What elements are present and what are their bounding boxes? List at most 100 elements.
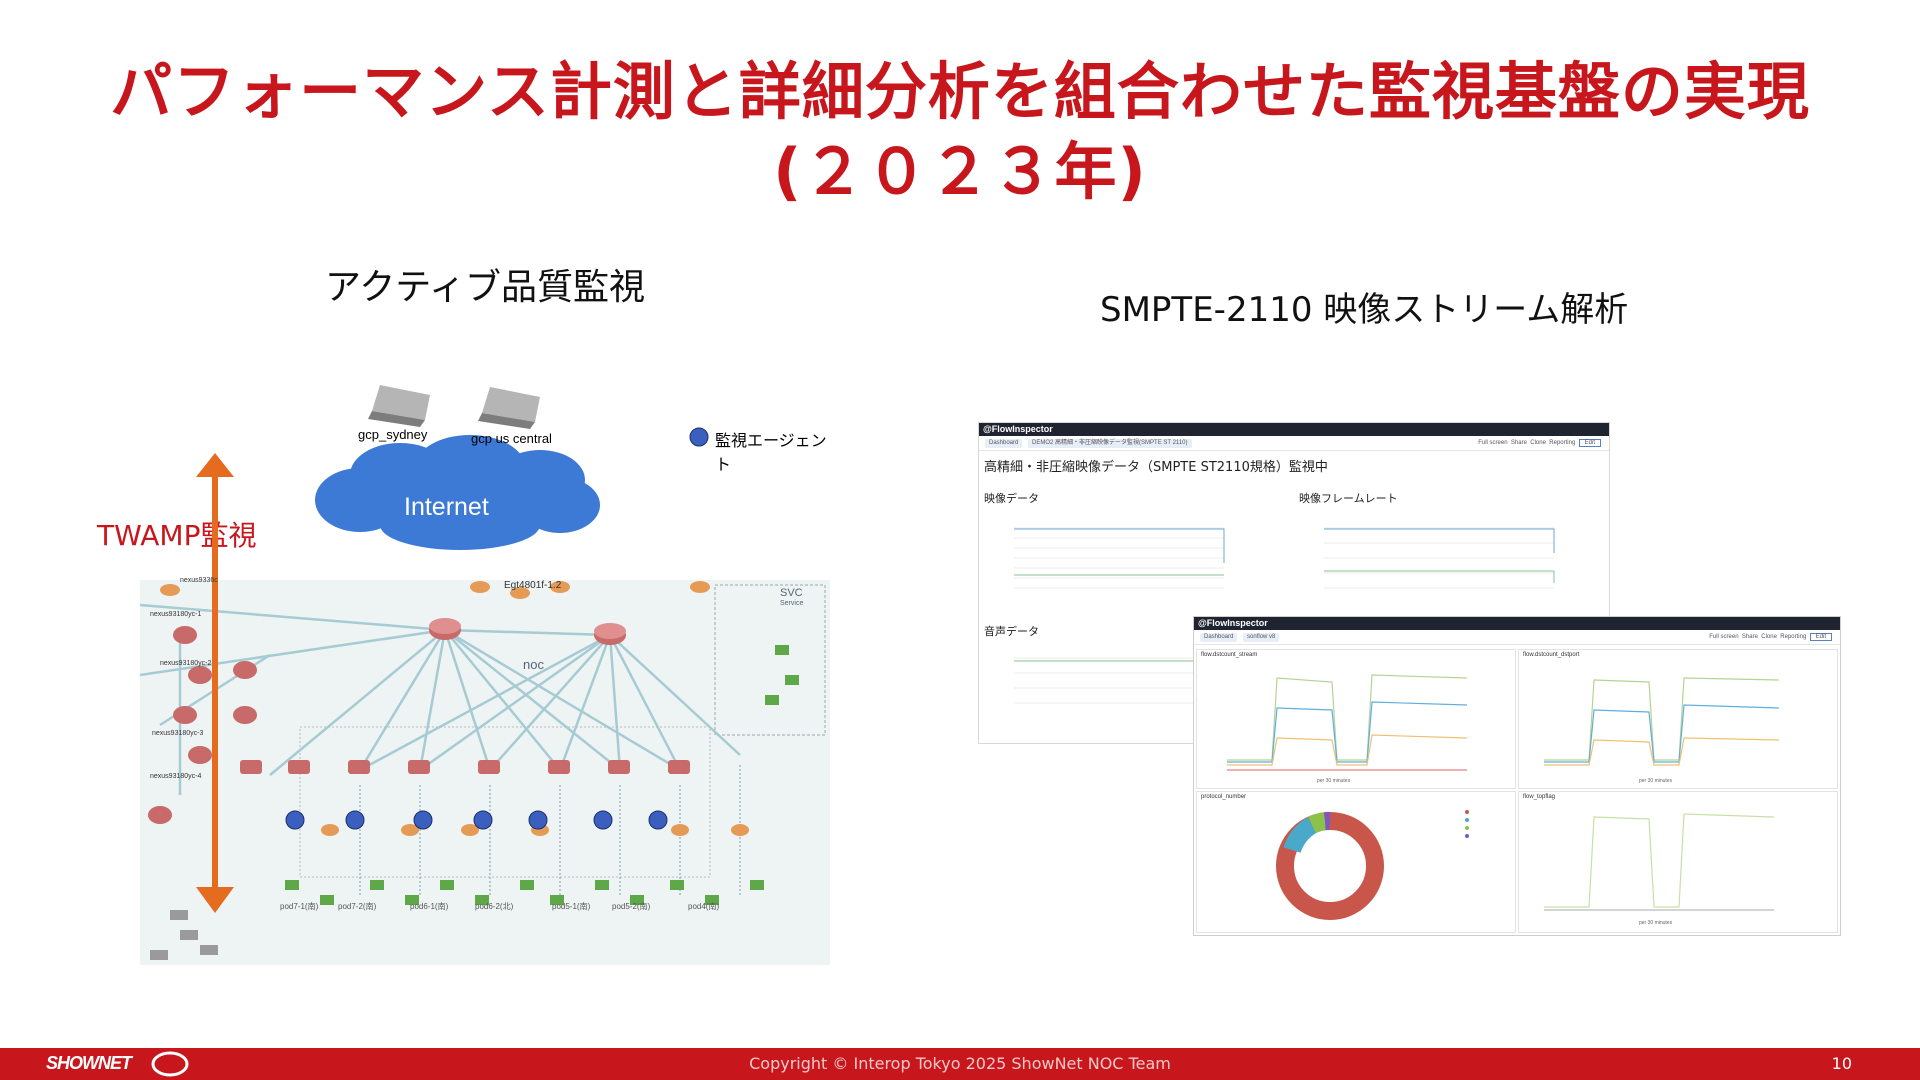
shownet-logo-icon: [151, 1051, 189, 1077]
overlay-panel-topflag-xlabel: per 30 minutes: [1639, 920, 1673, 926]
framerate-series-line-1: [1324, 528, 1555, 553]
overlay-panel-dstport-title: flow.dstcount_dstport: [1523, 652, 1580, 658]
overlay-panel-protocol-plot: [1276, 810, 1469, 920]
page-number: 10: [1831, 1054, 1852, 1073]
overlay-crumb-dashboard[interactable]: Dashboard: [1200, 633, 1238, 642]
overlay-panel-topflag: flow_topflag per 30 minutes: [1518, 791, 1838, 933]
dashboard-main-appbar: @FlowInspector: [979, 423, 1609, 436]
internet-label: Internet: [404, 493, 489, 521]
access-router-icons: [321, 824, 749, 836]
pod-label-1: pod7-1(南): [280, 902, 319, 911]
stream-series-orange: [1227, 734, 1468, 766]
core-router-icon-2: [594, 623, 626, 645]
svc-label: SVC: [780, 587, 803, 599]
donut-slice-green: [1308, 812, 1327, 834]
pod-label-3: pod6-1(南): [410, 902, 449, 911]
stream-series-green: [1227, 674, 1468, 761]
pod-label-6: pod5-2(南): [612, 902, 651, 911]
overlay-crumb-sonflow[interactable]: sonflow v8: [1243, 633, 1280, 642]
overlay-panel-topflag-title: flow_topflag: [1523, 794, 1556, 800]
side-label-5: nexus93180yc-4: [150, 773, 202, 780]
right-heading: SMPTE-2110 映像ストリーム解析: [1100, 290, 1629, 330]
legend-label: 監視エージェント: [715, 431, 827, 474]
panel-framerate-title: 映像フレームレート: [1299, 492, 1398, 505]
video-series-line-1: [1014, 528, 1225, 563]
side-label-1: nexus9336c: [180, 577, 218, 584]
toolbar-fullscreen[interactable]: Full screen: [1478, 440, 1508, 446]
pod-label-5: pod5-1(南): [552, 902, 591, 911]
topflag-series-green: [1544, 813, 1775, 908]
dashboard-overlay-appbar: @FlowInspector: [1194, 617, 1840, 630]
side-label-4: nexus93180yc-3: [152, 730, 204, 737]
donut-legend-dot-4: [1465, 834, 1469, 838]
dstport-series-orange: [1544, 737, 1780, 766]
network-diagram: gcp_sydney gcp us central Internet 監視エージ…: [140, 375, 830, 965]
panel-audio-title: 音声データ: [984, 625, 1039, 638]
internet-cloud-icon: [315, 435, 600, 550]
leaf-switch-icons: [285, 645, 799, 905]
toolbar-edit-button[interactable]: Edit: [1578, 439, 1601, 447]
svc-box: [714, 584, 826, 736]
pod-label-7: pod4(南): [688, 902, 720, 911]
toolbar-clone[interactable]: Clone: [1530, 440, 1546, 446]
shownet-logo: SHOWNET: [46, 1053, 132, 1073]
server-label-sydney: gcp_sydney: [358, 427, 428, 442]
toolbar-reporting[interactable]: Reporting: [1549, 440, 1576, 446]
overlay-toolbar-reporting[interactable]: Reporting: [1780, 634, 1807, 640]
dstport-series-blue: [1544, 704, 1780, 763]
dashboard-overlay-breadcrumb: Dashboard sonflow v8 Full screen Share C…: [1194, 630, 1840, 645]
donut-legend-dot-3: [1465, 826, 1469, 830]
side-label-3: nexus93180yc-2: [160, 660, 212, 667]
slide-title-line1: パフォーマンス計測と詳細分析を組合わせた監視基盤の実現: [110, 55, 1810, 128]
dashboard-main-plots: [1014, 527, 1555, 704]
server-icon-sydney: [368, 385, 430, 427]
dashboard-overlay: @FlowInspector Dashboard sonflow v8 Full…: [1193, 616, 1841, 936]
overlay-panel-stream-xlabel: per 30 minutes: [1317, 778, 1351, 784]
footer-bar: SHOWNET Copyright © Interop Tokyo 2025 S…: [0, 1048, 1920, 1080]
distribution-switch-icons: [240, 760, 690, 774]
dstport-series-green: [1544, 677, 1780, 761]
pod-area: [299, 726, 711, 878]
overlay-toolbar-fullscreen[interactable]: Full screen: [1709, 634, 1739, 640]
left-heading: アクティブ品質監視: [325, 267, 646, 308]
audio-gridlines: [1014, 657, 1224, 704]
overlay-panel-protocol: protocol_number: [1196, 791, 1516, 933]
copyright-text: Copyright © Interop Tokyo 2025 ShowNet N…: [749, 1054, 1171, 1073]
pod-label-4: pod6-2(北): [475, 902, 514, 911]
overlay-panel-stream: flow.dstcount_stream per 30 minutes: [1196, 649, 1516, 789]
dashboard-main-header: 高精細・非圧縮映像データ（SMPTE ST2110規格）監視中: [984, 460, 1328, 475]
topology-links: [140, 603, 741, 795]
overlay-panel-protocol-title: protocol_number: [1201, 794, 1247, 800]
dashboard-main-toolbar: Full screen Share Clone Reporting Edit: [1478, 436, 1601, 450]
slide-title-line2: (２０２３年): [773, 135, 1147, 208]
dashboard-main-breadcrumb: Dashboard DEMO2 高精細・非圧縮映像データ監視(SMPTE ST …: [979, 436, 1609, 451]
overlay-toolbar-clone[interactable]: Clone: [1761, 634, 1777, 640]
server-rack-icons: [150, 910, 218, 960]
donut-slice-large: [1276, 812, 1384, 920]
crumb-dashboard[interactable]: Dashboard: [985, 439, 1023, 448]
donut-slice-teal: [1283, 817, 1318, 854]
video-gridlines: [1014, 527, 1224, 589]
overlay-panel-topflag-plot: [1544, 813, 1775, 911]
dashboard-overlay-toolbar: Full screen Share Clone Reporting Edit: [1709, 630, 1832, 644]
framerate-gridlines: [1324, 527, 1554, 589]
side-label-2: nexus93180yc-1: [150, 611, 202, 618]
network-diagram-svg: [140, 385, 830, 965]
overlay-toolbar-edit-button[interactable]: Edit: [1809, 633, 1832, 641]
panel-video-title: 映像データ: [984, 492, 1039, 505]
legend-agent-dot: [689, 427, 709, 447]
overlay-panel-stream-title: flow.dstcount_stream: [1201, 652, 1258, 658]
twamp-arrow: [196, 453, 234, 913]
core-router-icon-1: [429, 618, 461, 640]
server-label-uscentral: gcp us central: [471, 431, 552, 446]
monitoring-agent-dots: [285, 810, 668, 830]
overlay-toolbar-share[interactable]: Share: [1741, 634, 1758, 640]
pod-label-2: pod7-2(南): [338, 902, 377, 911]
overlay-panel-dstport-plot: [1544, 677, 1780, 766]
crumb-demo[interactable]: DEMO2 高精細・非圧縮映像データ監視(SMPTE ST 2110): [1028, 439, 1192, 448]
slide-title: パフォーマンス計測と詳細分析を組合わせた監視基盤の実現 (２０２３年): [0, 52, 1920, 212]
toolbar-share[interactable]: Share: [1510, 440, 1527, 446]
border-router-icons: [160, 581, 710, 599]
stream-series-blue: [1227, 701, 1468, 763]
left-switch-icons: [148, 626, 257, 824]
